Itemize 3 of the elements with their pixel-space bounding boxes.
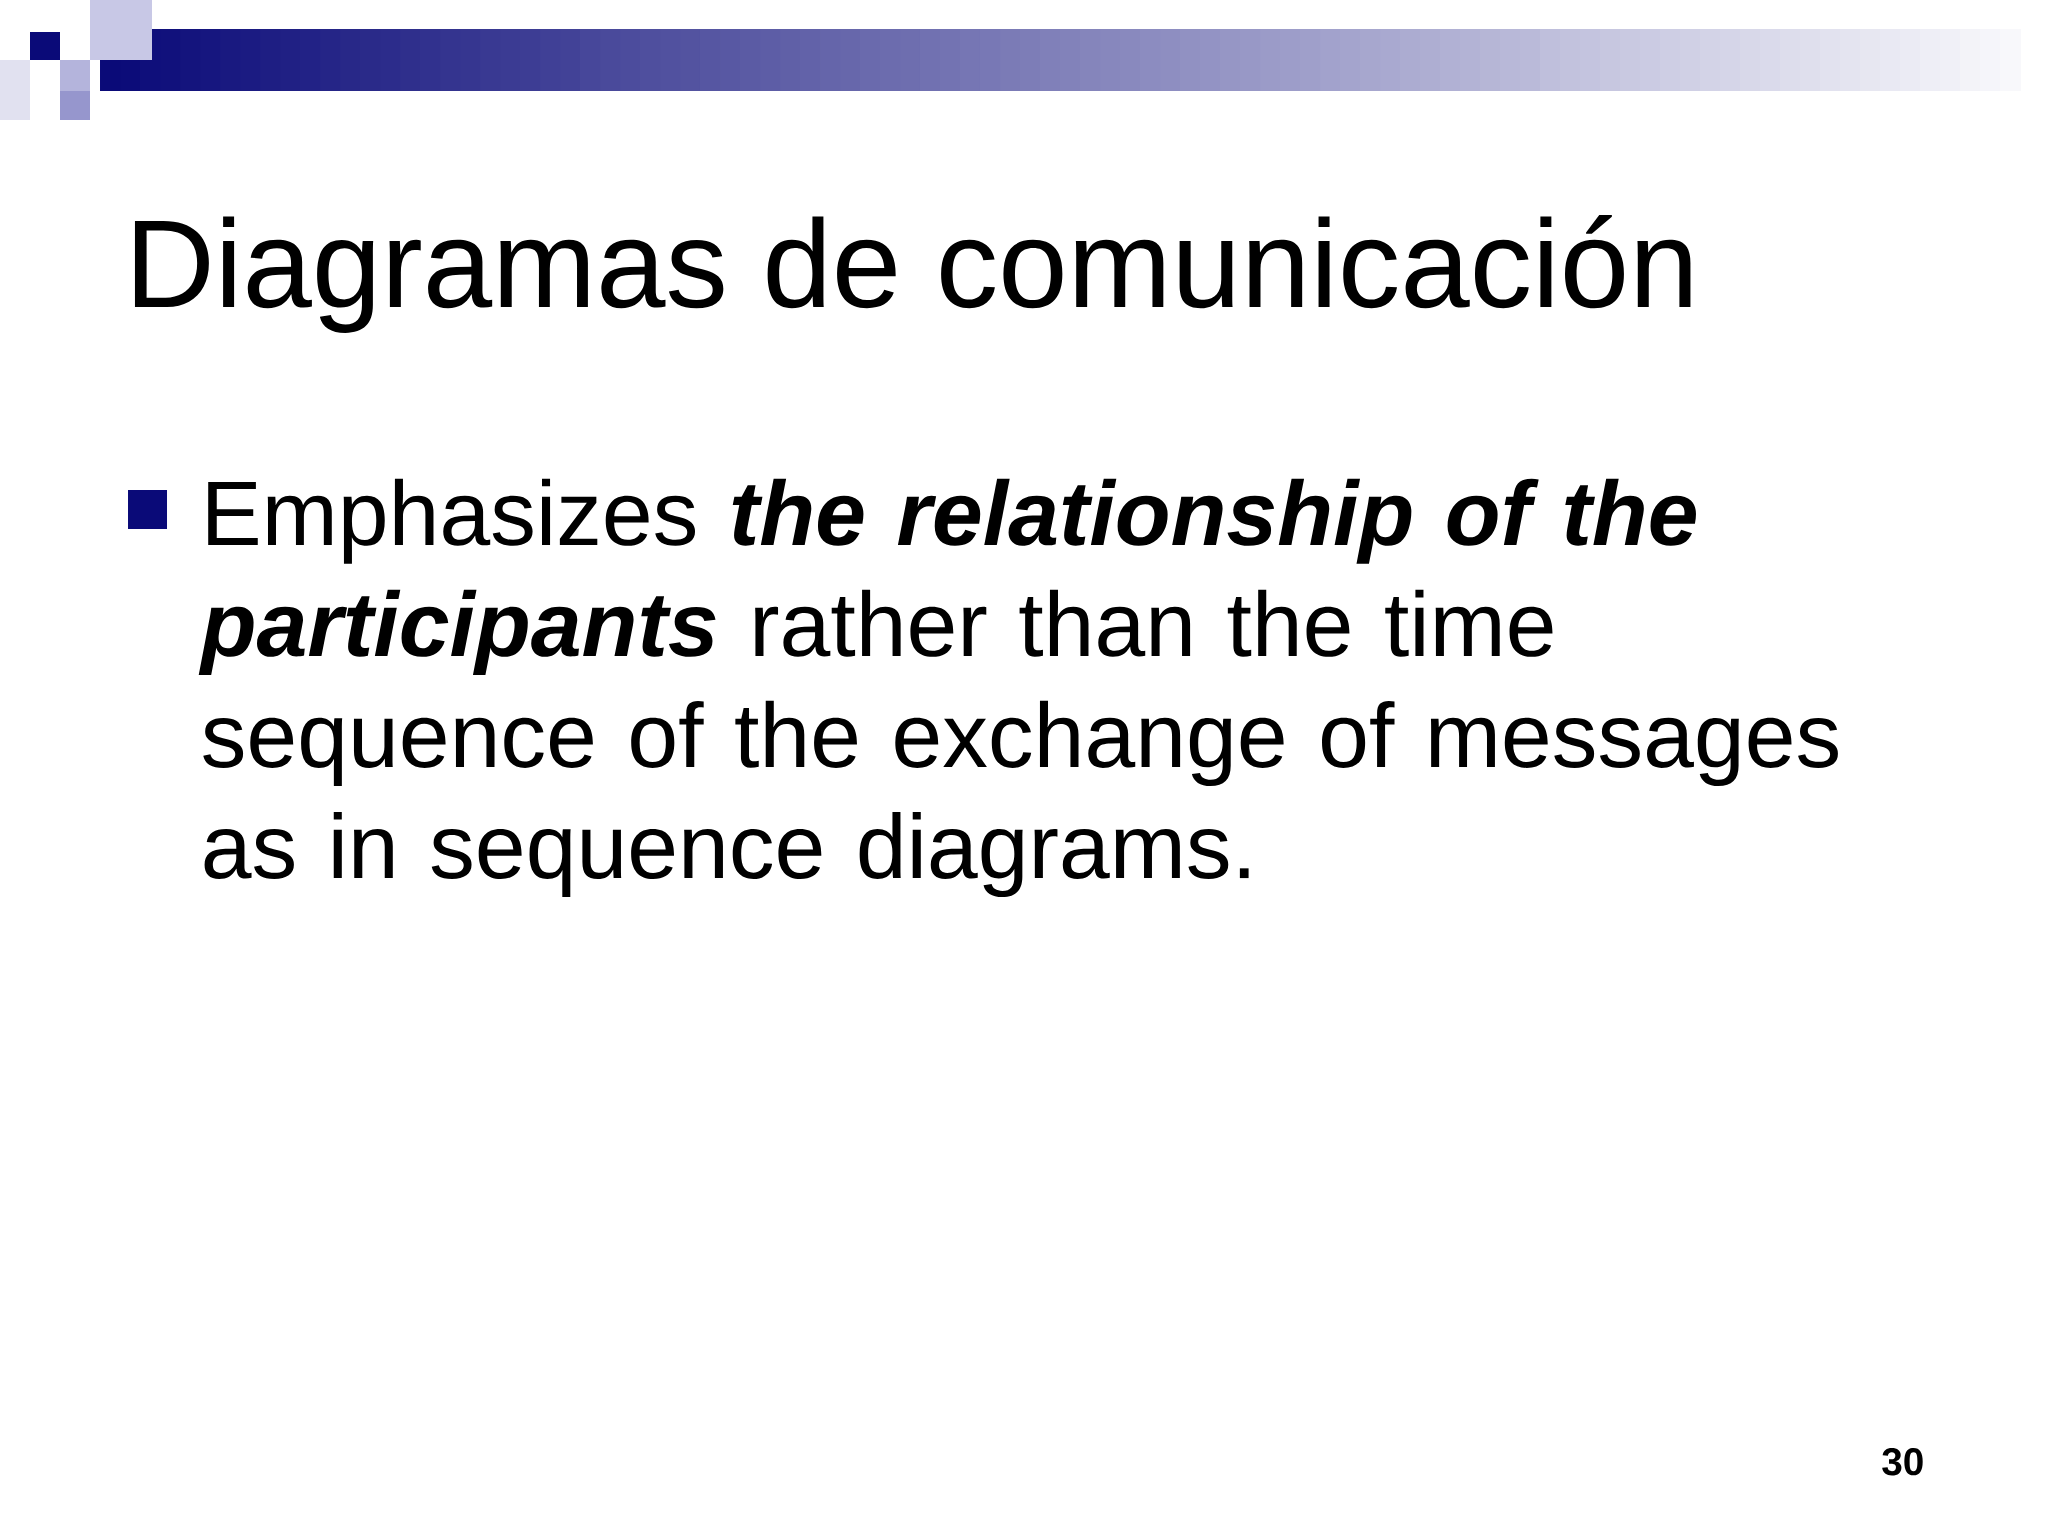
page-number: 30 [1882, 1448, 1923, 1476]
bullet-text: Emphasizes the relationship of the participants rather than the time sequence of the exchange of messages as in sequence diagrams. [198, 478, 1838, 898]
slide-title: Diagramas de comunicación [134, 215, 1691, 333]
